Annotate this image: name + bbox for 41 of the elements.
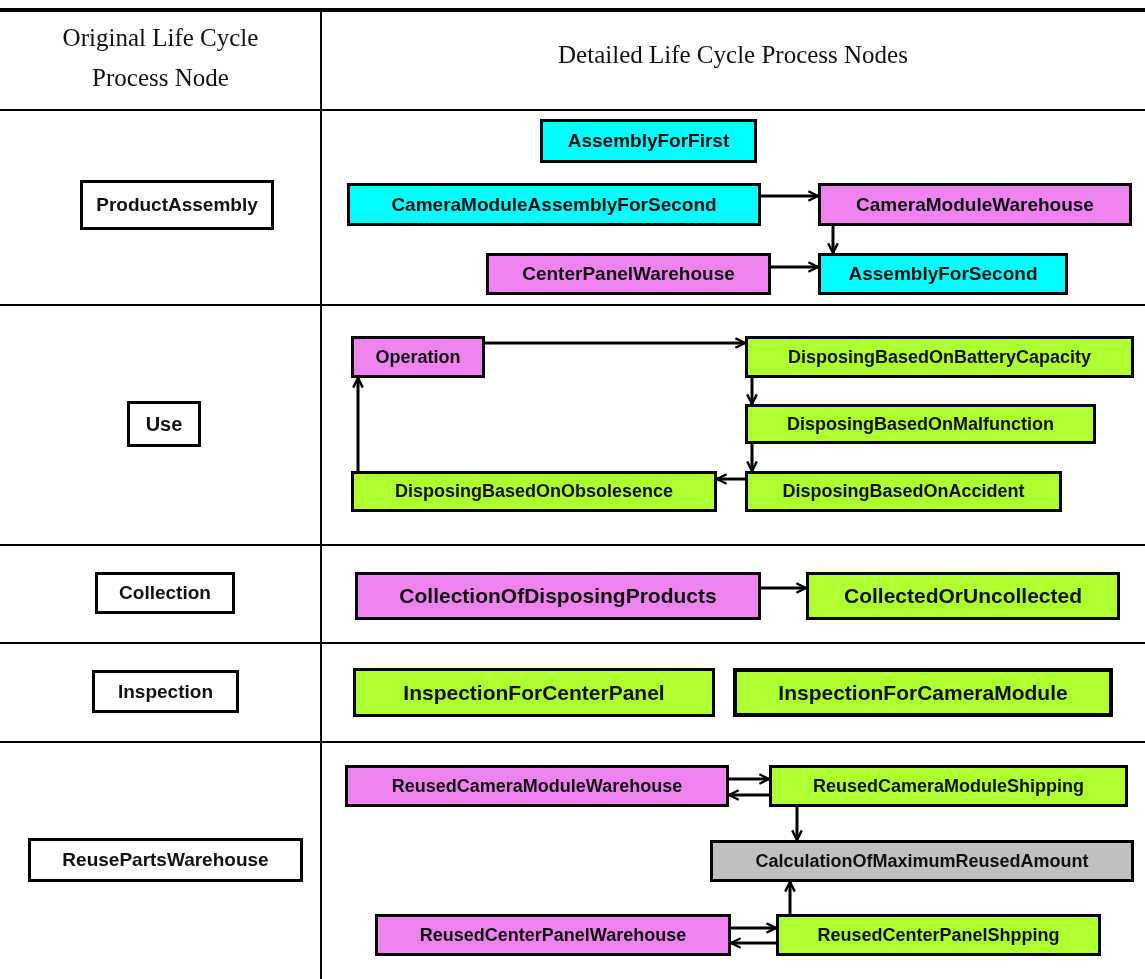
arrow (761, 190, 820, 202)
category-box: ReusePartsWarehouse (28, 838, 303, 882)
arrow (791, 807, 803, 842)
process-box: CollectedOrUncollected (806, 572, 1120, 620)
category-box: Collection (95, 572, 235, 614)
process-box: InspectionForCenterPanel (353, 668, 715, 717)
process-box: DisposingBasedOnBatteryCapacity (745, 336, 1134, 378)
process-box: ReusedCenterPanelWarehouse (375, 914, 731, 956)
category-box: Use (127, 401, 201, 447)
process-box: CalculationOfMaximumReusedAmount (710, 840, 1134, 882)
process-box: DisposingBasedOnAccident (745, 471, 1062, 512)
category-box: ProductAssembly (80, 180, 274, 230)
process-box: AssemblyForFirst (540, 119, 757, 163)
arrow (784, 880, 796, 914)
process-box: CameraModuleWarehouse (818, 183, 1132, 226)
process-box: ReusedCameraModuleWarehouse (345, 765, 729, 807)
header-label: Original Life Cycle Process Node (61, 23, 260, 93)
arrow (761, 582, 808, 594)
arrow (352, 376, 364, 471)
process-box: ReusedCenterPanelShpping (776, 914, 1101, 956)
arrow (731, 922, 778, 934)
process-box: ReusedCameraModuleShipping (769, 765, 1128, 807)
arrow (485, 337, 747, 349)
category-box: Inspection (92, 670, 239, 713)
process-box: DisposingBasedOnMalfunction (745, 404, 1096, 444)
arrow (771, 261, 820, 273)
process-box: CollectionOfDisposingProducts (355, 572, 761, 620)
process-box: AssemblyForSecond (818, 253, 1068, 295)
arrow (727, 789, 769, 801)
arrow (746, 444, 758, 473)
header-label: Detailed Life Cycle Process Nodes (557, 40, 909, 70)
process-box: CameraModuleAssemblyForSecond (347, 183, 761, 226)
arrow (729, 937, 776, 949)
process-box: InspectionForCameraModule (733, 668, 1113, 717)
process-box: DisposingBasedOnObsolesence (351, 471, 717, 512)
process-box: Operation (351, 336, 485, 378)
arrow (729, 773, 771, 785)
arrow (715, 473, 745, 485)
arrow (827, 226, 839, 255)
process-box: CenterPanelWarehouse (486, 253, 771, 295)
arrow (746, 378, 758, 406)
